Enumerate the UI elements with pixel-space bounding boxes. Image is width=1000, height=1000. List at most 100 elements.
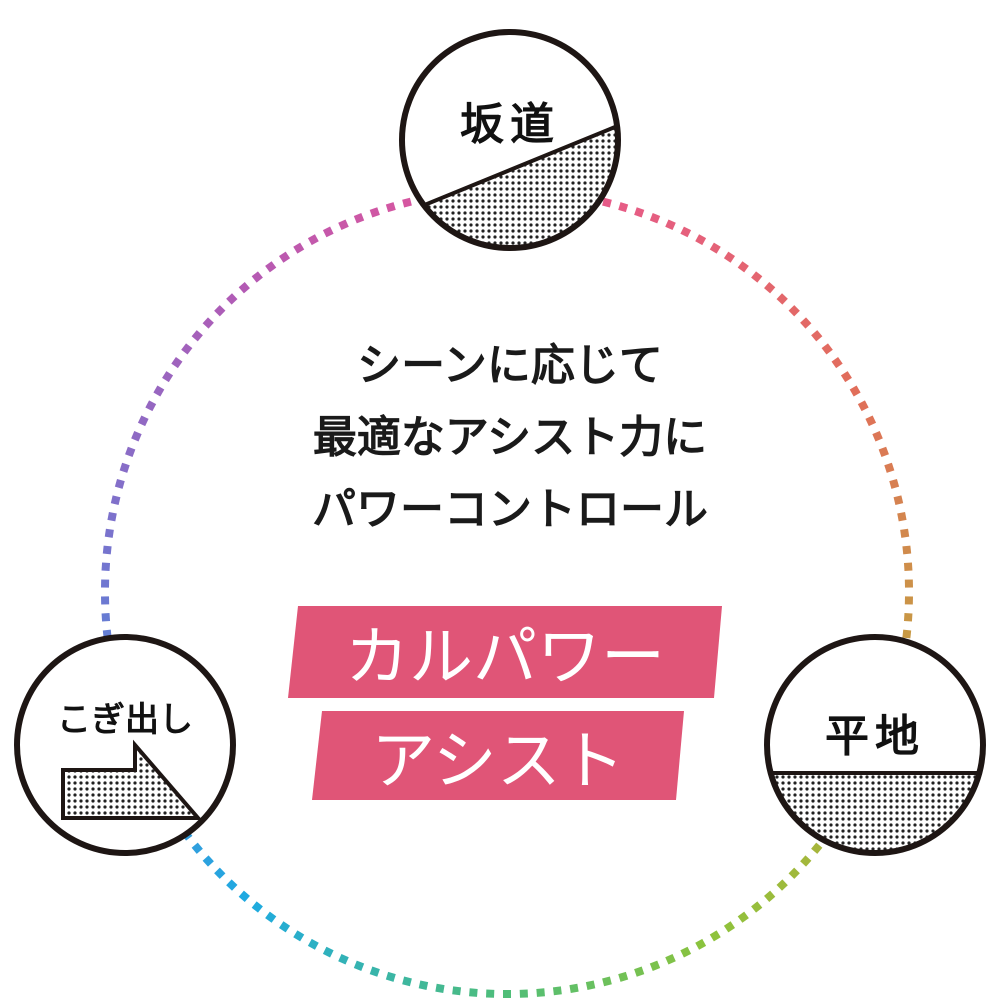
ring-dash <box>322 946 334 958</box>
ring-dash <box>800 317 812 329</box>
ring-dash <box>776 879 788 891</box>
ring-dash <box>238 890 250 902</box>
ring-dash <box>857 400 869 412</box>
ring-dash <box>137 415 149 427</box>
ring-dash <box>865 415 877 427</box>
ring-dash <box>764 282 776 294</box>
ring-dash <box>634 207 645 218</box>
ring-dash <box>897 511 907 522</box>
center-description: シーンに応じて 最適なアシスト力に パワーコントロール <box>200 330 820 546</box>
ring-dash <box>665 953 676 965</box>
ring-dash <box>649 960 661 971</box>
ring-dash <box>119 462 130 473</box>
ring-dash <box>385 971 396 982</box>
ring-dash <box>737 911 749 923</box>
node-flat <box>764 634 986 856</box>
node-start <box>14 634 236 856</box>
ring-dash <box>519 989 528 998</box>
ring-dash <box>369 966 380 977</box>
ring-dash <box>849 385 861 397</box>
badge-line-1: カルパワー <box>290 606 720 698</box>
ring-dash <box>338 953 349 965</box>
ring-dash <box>307 234 319 246</box>
ring-dash <box>872 430 883 442</box>
ring-dash <box>385 202 396 213</box>
ring-dash <box>723 251 736 263</box>
ring-dash <box>402 976 412 987</box>
ring-dash <box>153 385 165 397</box>
ring-dash <box>214 305 226 317</box>
dotted-gradient-ring <box>101 186 913 998</box>
ring-dash <box>569 983 579 993</box>
ring-dash <box>737 261 749 273</box>
ring-dash <box>665 219 676 231</box>
ring-dash <box>889 478 900 489</box>
ring-dash <box>278 251 291 263</box>
ring-dash <box>251 271 263 283</box>
ring-dash <box>634 966 645 977</box>
ring-dash <box>402 197 412 208</box>
center-line-3: パワーコントロール <box>312 484 708 535</box>
ring-dash <box>181 343 193 355</box>
node-slope <box>399 29 621 251</box>
ring-dash <box>788 867 800 879</box>
ring-dash <box>585 980 596 990</box>
ring-dash <box>101 579 110 588</box>
ring-dash <box>102 545 112 555</box>
node-slope-label: 坂道 <box>460 99 560 150</box>
ring-dash <box>900 528 910 538</box>
ring-dash <box>618 971 629 982</box>
ring-dash <box>751 271 763 283</box>
ring-dash <box>840 371 852 383</box>
ring-dash <box>278 921 291 933</box>
ring-dash <box>107 511 117 522</box>
ring-dash <box>811 842 823 854</box>
start-arrow-icon <box>61 739 203 820</box>
ring-dash <box>811 330 823 342</box>
ring-dash <box>776 293 788 305</box>
ring-dash <box>723 921 736 933</box>
ring-dash <box>418 980 429 990</box>
ring-dash <box>265 261 277 273</box>
slope-icon <box>404 122 616 246</box>
ring-dash <box>831 357 843 369</box>
badge-text-1: カルパワー <box>345 621 665 695</box>
ring-dash <box>618 202 629 213</box>
ring-dash <box>903 562 913 572</box>
badge-text-2: アシスト <box>371 724 625 799</box>
ring-dash <box>226 879 238 891</box>
ring-dash <box>902 545 912 555</box>
ring-dash <box>602 197 612 208</box>
ring-dash <box>536 988 545 997</box>
ring-dash <box>902 629 912 639</box>
ring-dash <box>695 234 707 246</box>
badge-line-2: アシスト <box>314 711 682 800</box>
ring-dash <box>893 495 904 506</box>
ring-dash <box>251 901 263 913</box>
ring-dash <box>469 988 478 997</box>
ring-dash <box>101 562 111 572</box>
ring-dash <box>452 986 462 996</box>
ring-dash <box>131 430 142 442</box>
ring-dash <box>353 213 365 224</box>
ring-dash <box>145 400 157 412</box>
ring-dash <box>800 855 812 867</box>
ring-dash <box>709 242 721 254</box>
ring-dash <box>322 226 334 238</box>
ring-dash <box>307 938 319 950</box>
ring-dash <box>751 901 763 913</box>
ring-dash <box>191 842 203 854</box>
center-line-2: 最適なアシスト力に <box>312 412 708 463</box>
node-start-label: こぎ出し <box>57 700 193 740</box>
node-flat-label: 平地 <box>825 711 925 762</box>
ring-dash <box>265 911 277 923</box>
ring-dash <box>486 989 495 998</box>
ring-dash <box>435 983 445 993</box>
ring-dash <box>680 226 692 238</box>
badge-bg-2 <box>312 711 684 800</box>
ring-dash <box>238 282 250 294</box>
ring-dash <box>602 976 612 987</box>
ring-dash <box>202 855 214 867</box>
flat-ground-icon <box>769 771 981 851</box>
